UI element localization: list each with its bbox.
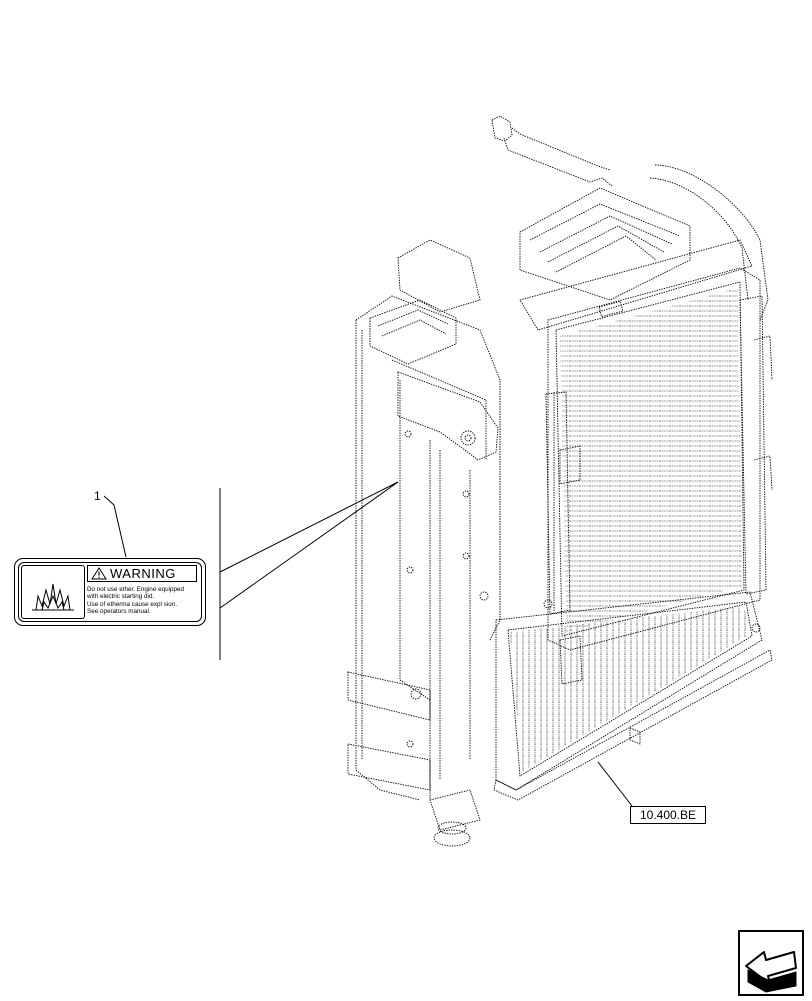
radiator-core-fins xyxy=(560,288,742,632)
lower-condenser xyxy=(495,591,763,791)
reference-link-10-400-be[interactable]: 10.400.BE xyxy=(630,806,706,824)
clamp-assembly xyxy=(369,299,457,365)
leader-line-lower xyxy=(219,481,399,609)
right-hose xyxy=(654,164,769,321)
upper-manifold xyxy=(519,187,691,301)
warning-line: with electric starting did. xyxy=(87,593,155,601)
left-side-panel xyxy=(355,295,501,641)
warning-line: Use of etherma cause expl sion. xyxy=(87,600,177,608)
item-1-leader xyxy=(103,495,127,558)
warning-header: WARNING xyxy=(87,565,197,582)
warning-line: See operators manual. xyxy=(87,608,151,616)
top-fitting xyxy=(491,115,513,142)
warning-triangle-icon xyxy=(91,567,107,580)
leader-line-upper xyxy=(219,481,399,573)
left-manifold xyxy=(397,239,481,313)
mounting-bracket xyxy=(397,371,499,461)
next-page-arrow-icon[interactable] xyxy=(738,930,804,996)
decal-inner-border xyxy=(18,562,202,622)
right-tank xyxy=(739,295,767,595)
warning-decal: WARNING Do not use ether. Engine equippe… xyxy=(14,558,206,626)
warning-text: Do not use ether. Engine equipped with e… xyxy=(87,586,201,616)
warning-line: Do not use ether. Engine equipped xyxy=(87,586,184,593)
top-pipe xyxy=(503,137,613,187)
item-number-label: 1 xyxy=(94,489,101,503)
condenser-fins xyxy=(510,606,750,772)
reference-leader xyxy=(597,761,633,807)
warning-word: WARNING xyxy=(110,566,176,581)
bottom-mount xyxy=(429,789,481,831)
flame-explosion-icon xyxy=(21,565,85,619)
